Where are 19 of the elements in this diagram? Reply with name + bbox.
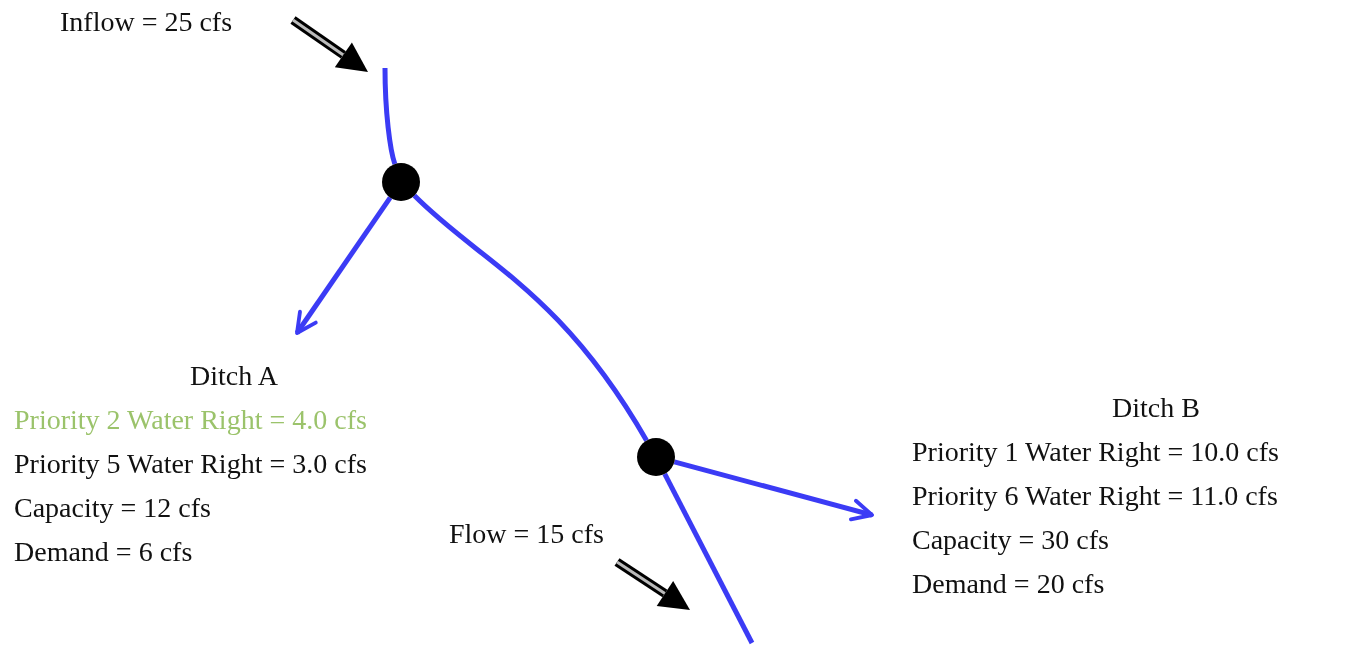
junction-dot — [637, 438, 675, 476]
water-right-text: Priority 6 Water Right = 11.0 cfs — [912, 479, 1278, 513]
flow-label: Flow = 15 cfs — [449, 518, 604, 550]
river-line — [382, 67, 398, 165]
junction-dot — [382, 163, 420, 201]
water-right-text: Demand = 6 cfs — [14, 535, 193, 569]
river-line — [412, 193, 649, 442]
water-right-text: Capacity = 12 cfs — [14, 491, 211, 525]
water-right-text: Capacity = 30 cfs — [912, 523, 1109, 557]
flow-arrow — [294, 196, 393, 335]
flow-label: Inflow = 25 cfs — [60, 6, 233, 38]
water-right-text: Demand = 20 cfs — [912, 567, 1105, 601]
water-right-text: Priority 5 Water Right = 3.0 cfs — [14, 447, 367, 481]
flow-arrow — [673, 459, 874, 522]
river-line — [662, 472, 755, 645]
water-right-text: Priority 2 Water Right = 4.0 cfs — [14, 403, 367, 437]
ditch-heading: Ditch A — [190, 359, 278, 393]
ditch-heading: Ditch B — [1112, 391, 1200, 425]
water-right-text: Priority 1 Water Right = 10.0 cfs — [912, 435, 1279, 469]
